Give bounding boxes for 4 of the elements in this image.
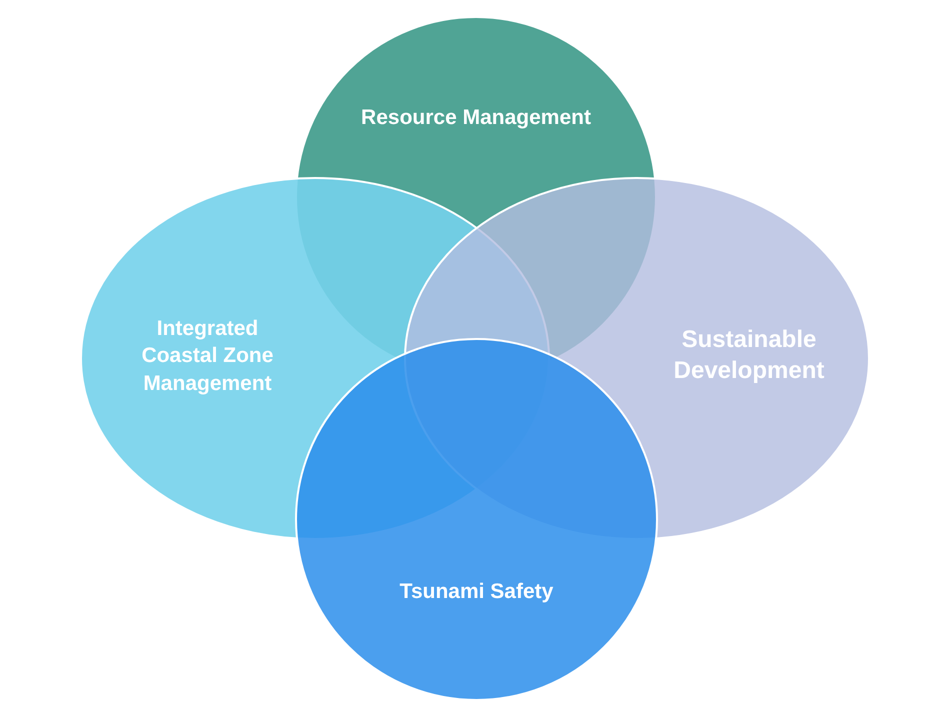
- set-label: Tsunami Safety: [398, 579, 554, 605]
- set-label: Sustainable Development: [672, 325, 826, 386]
- set-label: Resource Management: [360, 105, 592, 131]
- set-label: Integrated Coastal Zone Management: [140, 316, 274, 397]
